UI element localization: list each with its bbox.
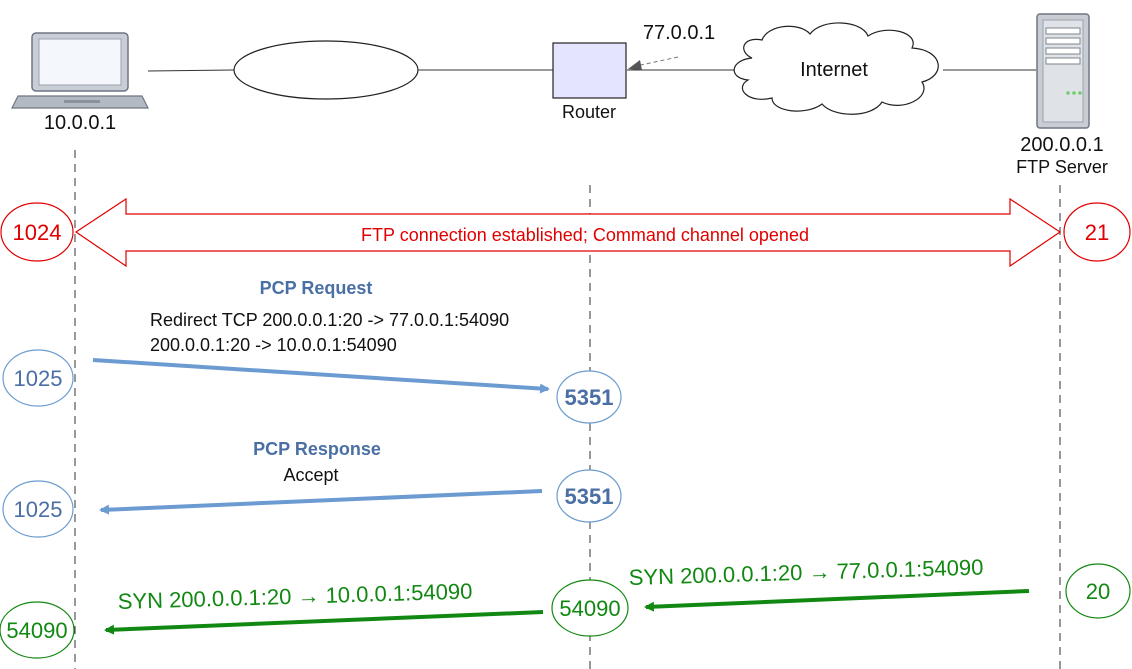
pcp-response-client-port: 1025	[14, 497, 63, 522]
control-server-port: 21	[1085, 220, 1109, 245]
pcp-response-arrow	[99, 489, 543, 515]
pcp-response-router-port: 5351	[565, 484, 614, 509]
pcp-response-client-port-ellipse	[2, 480, 74, 538]
pcp-response-title: PCP Response	[253, 439, 381, 459]
control-server-port-ellipse	[1063, 202, 1131, 262]
internet-cloud	[733, 22, 939, 115]
laptop-icon	[11, 32, 149, 109]
public-ip-pointer	[628, 56, 679, 70]
pcp-request-line1: Redirect TCP 200.0.0.1:20 -> 77.0.0.1:54…	[150, 310, 509, 330]
internet-label: Internet	[800, 59, 868, 81]
client-ip: 10.0.0.1	[44, 112, 116, 134]
server-ip: 200.0.0.1	[1020, 134, 1103, 156]
pcp-request-line2: 200.0.0.1:20 -> 10.0.0.1:54090	[150, 335, 397, 355]
pcp-request-router-port: 5351	[565, 385, 614, 410]
local-network-ellipse	[233, 40, 419, 100]
pcp-request-arrow	[92, 358, 550, 394]
pcp-response-text: Accept	[283, 465, 338, 485]
syn-client-port-ellipse	[0, 601, 75, 659]
syn-server-port-ellipse	[1065, 563, 1131, 619]
syn-router-label: SYN 200.0.0.1:20 → 77.0.0.1:54090	[628, 554, 983, 590]
pcp-request-title: PCP Request	[260, 278, 373, 298]
control-client-port-ellipse	[0, 202, 74, 262]
pcp-request-client-port: 1025	[14, 366, 63, 391]
syn-router-port: 54090	[559, 596, 620, 621]
syn-client-port: 54090	[6, 618, 67, 643]
server-icon	[1036, 13, 1090, 129]
topology	[147, 40, 1036, 100]
router-box	[552, 42, 627, 99]
router-label: Router	[562, 102, 616, 122]
pcp-response-router-port-ellipse	[556, 469, 622, 523]
syn-server-port: 20	[1086, 579, 1110, 604]
pcp-request-client-port-ellipse	[2, 349, 74, 407]
syn-router-port-ellipse	[551, 579, 629, 637]
control-double-arrow	[74, 197, 1062, 268]
link-client-ellipse	[147, 69, 235, 72]
router-public-ip: 77.0.0.1	[643, 22, 715, 44]
syn-client-label: SYN 200.0.0.1:20 → 10.0.0.1:54090	[117, 578, 472, 614]
syn-server-to-router-arrow	[644, 589, 1030, 612]
control-text: FTP connection established; Command chan…	[361, 225, 809, 245]
control-client-port: 1024	[13, 220, 62, 245]
syn-router-to-client-arrow	[104, 610, 544, 635]
server-label: FTP Server	[1016, 157, 1108, 177]
pcp-request-router-port-ellipse	[556, 370, 622, 424]
